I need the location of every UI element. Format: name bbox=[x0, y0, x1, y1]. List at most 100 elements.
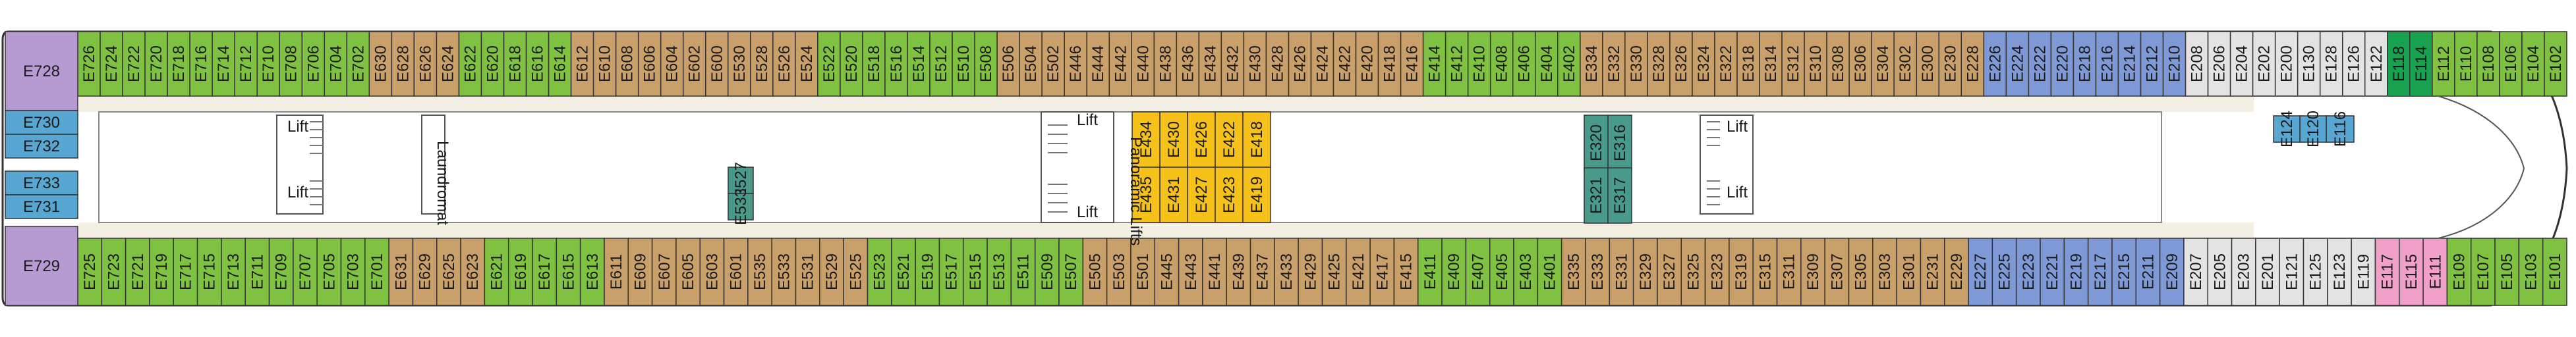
cabin-e414[interactable]: E414 bbox=[1422, 31, 1446, 97]
cabin-e128[interactable]: E128 bbox=[2319, 31, 2343, 97]
cabin-e305[interactable]: E305 bbox=[1848, 238, 1874, 306]
cabin-e725[interactable]: E725 bbox=[77, 238, 103, 306]
cabin-e600[interactable]: E600 bbox=[705, 31, 729, 97]
cabin-e307[interactable]: E307 bbox=[1824, 238, 1850, 306]
cabin-e502[interactable]: E502 bbox=[1041, 31, 1065, 97]
cabin-e110[interactable]: E110 bbox=[2454, 31, 2478, 97]
cabin-e624[interactable]: E624 bbox=[436, 31, 460, 97]
cabin-e329[interactable]: E329 bbox=[1632, 238, 1658, 306]
cabin-e124[interactable]: E124 bbox=[2273, 111, 2301, 147]
cabin-e304[interactable]: E304 bbox=[1871, 31, 1895, 97]
cabin-e610[interactable]: E610 bbox=[592, 31, 617, 97]
cabin-e442[interactable]: E442 bbox=[1108, 31, 1133, 97]
cabin-e301[interactable]: E301 bbox=[1896, 238, 1922, 306]
cabin-e412[interactable]: E412 bbox=[1445, 31, 1469, 97]
cabin-e722[interactable]: E722 bbox=[122, 31, 146, 97]
cabin-e603[interactable]: E603 bbox=[699, 238, 725, 306]
cabin-e630[interactable]: E630 bbox=[368, 31, 393, 97]
cabin-e723[interactable]: E723 bbox=[101, 238, 127, 306]
cabin-e601[interactable]: E601 bbox=[723, 238, 749, 306]
cabin-e207[interactable]: E207 bbox=[2183, 238, 2208, 306]
cabin-e720[interactable]: E720 bbox=[144, 31, 168, 97]
cabin-e511[interactable]: E511 bbox=[1010, 238, 1036, 306]
cabin-e214[interactable]: E214 bbox=[2117, 31, 2142, 97]
cabin-e323[interactable]: E323 bbox=[1704, 238, 1730, 306]
cabin-e436[interactable]: E436 bbox=[1176, 31, 1200, 97]
cabin-e611[interactable]: E611 bbox=[604, 238, 629, 306]
cabin-e109[interactable]: E109 bbox=[2446, 238, 2472, 306]
cabin-e721[interactable]: E721 bbox=[125, 238, 150, 306]
cabin-e615[interactable]: E615 bbox=[556, 238, 581, 306]
cabin-e434[interactable]: E434 bbox=[1131, 111, 1160, 168]
cabin-e331[interactable]: E331 bbox=[1609, 238, 1634, 306]
cabin-e439[interactable]: E439 bbox=[1226, 238, 1251, 306]
cabin-e704[interactable]: E704 bbox=[324, 31, 348, 97]
cabin-e443[interactable]: E443 bbox=[1178, 238, 1203, 306]
cabin-e200[interactable]: E200 bbox=[2274, 31, 2299, 97]
cabin-e609[interactable]: E609 bbox=[627, 238, 653, 306]
cabin-e431[interactable]: E431 bbox=[1159, 167, 1188, 223]
cabin-e204[interactable]: E204 bbox=[2229, 31, 2254, 97]
cabin-e430[interactable]: E430 bbox=[1243, 31, 1267, 97]
cabin-e528[interactable]: E528 bbox=[750, 31, 774, 97]
cabin-e629[interactable]: E629 bbox=[412, 238, 438, 306]
cabin-e501[interactable]: E501 bbox=[1130, 238, 1156, 306]
cabin-e121[interactable]: E121 bbox=[2279, 238, 2304, 306]
cabin-e505[interactable]: E505 bbox=[1082, 238, 1108, 306]
cabin-e105[interactable]: E105 bbox=[2494, 238, 2520, 306]
cabin-e422[interactable]: E422 bbox=[1332, 31, 1357, 97]
cabin-e531[interactable]: E531 bbox=[795, 238, 820, 306]
cabin-e112[interactable]: E112 bbox=[2432, 31, 2455, 97]
cabin-e322[interactable]: E322 bbox=[1714, 31, 1738, 97]
cabin-e510[interactable]: E510 bbox=[952, 31, 975, 97]
cabin-e728[interactable]: E728 bbox=[5, 31, 78, 111]
cabin-e707[interactable]: E707 bbox=[293, 238, 318, 306]
cabin-e117[interactable]: E117 bbox=[2374, 238, 2400, 306]
cabin-e516[interactable]: E516 bbox=[884, 31, 908, 97]
cabin-e706[interactable]: E706 bbox=[301, 31, 326, 97]
cabin-e216[interactable]: E216 bbox=[2095, 31, 2119, 97]
cabin-e415[interactable]: E415 bbox=[1393, 238, 1419, 306]
cabin-e116[interactable]: E116 bbox=[2326, 111, 2355, 147]
cabin-e422[interactable]: E422 bbox=[1215, 111, 1244, 168]
cabin-e425[interactable]: E425 bbox=[1321, 238, 1347, 306]
cabin-e527[interactable]: E527 bbox=[728, 162, 754, 199]
cabin-e417[interactable]: E417 bbox=[1369, 238, 1395, 306]
cabin-e623[interactable]: E623 bbox=[460, 238, 486, 306]
cabin-e626[interactable]: E626 bbox=[413, 31, 438, 97]
cabin-e312[interactable]: E312 bbox=[1781, 31, 1805, 97]
cabin-e514[interactable]: E514 bbox=[907, 31, 930, 97]
cabin-e411[interactable]: E411 bbox=[1417, 238, 1443, 306]
cabin-e604[interactable]: E604 bbox=[660, 31, 684, 97]
cabin-e718[interactable]: E718 bbox=[167, 31, 190, 97]
cabin-e513[interactable]: E513 bbox=[987, 238, 1012, 306]
cabin-e219[interactable]: E219 bbox=[2063, 238, 2089, 306]
cabin-e428[interactable]: E428 bbox=[1265, 31, 1290, 97]
cabin-e426[interactable]: E426 bbox=[1187, 111, 1216, 168]
cabin-e446[interactable]: E446 bbox=[1064, 31, 1087, 97]
cabin-e306[interactable]: E306 bbox=[1848, 31, 1872, 97]
cabin-e708[interactable]: E708 bbox=[279, 31, 303, 97]
cabin-e729[interactable]: E729 bbox=[5, 226, 78, 306]
cabin-e622[interactable]: E622 bbox=[458, 31, 482, 97]
cabin-e106[interactable]: E106 bbox=[2499, 31, 2523, 97]
cabin-e612[interactable]: E612 bbox=[570, 31, 594, 97]
cabin-e523[interactable]: E523 bbox=[867, 238, 892, 306]
cabin-e616[interactable]: E616 bbox=[525, 31, 550, 97]
cabin-e303[interactable]: E303 bbox=[1872, 238, 1897, 306]
cabin-e115[interactable]: E115 bbox=[2399, 238, 2424, 306]
cabin-e311[interactable]: E311 bbox=[1776, 238, 1802, 306]
cabin-e215[interactable]: E215 bbox=[2111, 238, 2137, 306]
cabin-e427[interactable]: E427 bbox=[1187, 167, 1216, 223]
cabin-e426[interactable]: E426 bbox=[1288, 31, 1312, 97]
cabin-e326[interactable]: E326 bbox=[1669, 31, 1693, 97]
cabin-e434[interactable]: E434 bbox=[1198, 31, 1222, 97]
cabin-e317[interactable]: E317 bbox=[1607, 167, 1632, 224]
cabin-e518[interactable]: E518 bbox=[862, 31, 886, 97]
cabin-e438[interactable]: E438 bbox=[1153, 31, 1178, 97]
cabin-e130[interactable]: E130 bbox=[2297, 31, 2321, 97]
cabin-e533[interactable]: E533 bbox=[771, 238, 797, 306]
cabin-e101[interactable]: E101 bbox=[2542, 238, 2567, 306]
cabin-e705[interactable]: E705 bbox=[316, 238, 342, 306]
cabin-e730[interactable]: E730 bbox=[5, 110, 78, 135]
